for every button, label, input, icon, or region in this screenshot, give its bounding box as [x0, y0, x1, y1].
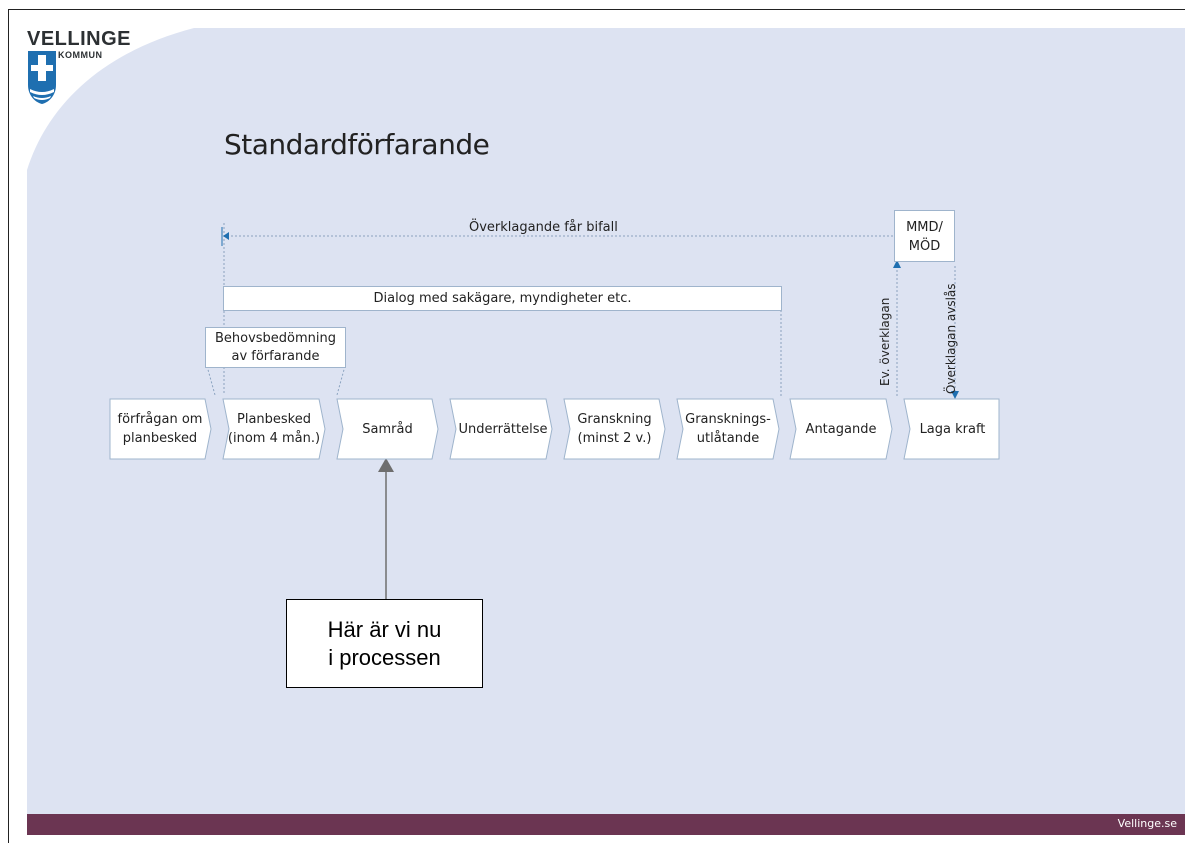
- step-5-line-1: Granskning: [577, 412, 652, 427]
- step-antagande: Antagande: [790, 399, 892, 459]
- step-underrattelse: Underrättelse: [450, 399, 556, 459]
- process-steps: [109, 398, 1000, 460]
- step-granskning: Granskning (minst 2 v.): [564, 399, 665, 459]
- step-1-line-1: förfrågan om: [117, 412, 203, 427]
- footer-link[interactable]: Vellinge.se: [1117, 817, 1177, 830]
- step-shape-6: [676, 398, 780, 460]
- dialog-bar-label: Dialog med sakägare, myndigheter etc.: [373, 291, 632, 306]
- step-shape-2: [222, 398, 326, 460]
- page-title: Standardförfarande: [224, 128, 490, 161]
- footer-bar: Vellinge.se: [27, 814, 1185, 835]
- step-4-line-1: Underrättelse: [458, 421, 548, 437]
- step-laga-kraft: Laga kraft: [906, 399, 999, 459]
- step-shape-3: [336, 398, 439, 460]
- callout-line-2: i processen: [328, 644, 441, 670]
- step-1-line-2: planbesked: [122, 431, 198, 446]
- step-forfragan: förfrågan om planbesked: [110, 399, 210, 459]
- step-shape-8: [903, 398, 1000, 460]
- step-2-line-2: (inom 4 mån.): [227, 431, 321, 446]
- mmd-line-2: MÖD: [908, 239, 941, 254]
- step-6-line-2: utlåtande: [696, 431, 760, 446]
- behov-line-2: av förfarande: [231, 349, 320, 364]
- step-6-line-1: Gransknings-: [685, 412, 771, 427]
- mmd-line-1: MMD/: [906, 220, 943, 235]
- logo-name: VELLINGE: [27, 28, 132, 50]
- step-shape-7: [789, 398, 893, 460]
- mmd-box: MMD/ MÖD: [894, 210, 955, 262]
- step-5-line-2: (minst 2 v.): [577, 431, 652, 446]
- dialog-bar: Dialog med sakägare, myndigheter etc.: [223, 286, 782, 311]
- slide: VELLINGE KOMMUN Standardförfarande Överk…: [8, 9, 1185, 843]
- step-planbesked: Planbesked (inom 4 mån.): [223, 399, 325, 459]
- step-8-line-1: Laga kraft: [919, 421, 986, 437]
- step-shape-4: [449, 398, 553, 460]
- behov-line-1: Behovsbedömning: [214, 331, 337, 346]
- callout-line-1: Här är vi nu: [327, 616, 442, 642]
- step-2-line-1: Planbesked: [237, 412, 311, 427]
- step-3-line-1: Samråd: [362, 421, 413, 437]
- step-7-line-1: Antagande: [805, 421, 877, 437]
- step-shape-1: [109, 398, 212, 460]
- coat-of-arms-icon: [28, 51, 56, 104]
- step-shape-5: [563, 398, 666, 460]
- diagram-lines: [206, 223, 959, 599]
- step-granskningsutlatande: Gransknings- utlåtande: [677, 399, 779, 459]
- vellinge-logo: VELLINGE KOMMUN: [27, 28, 167, 118]
- step-samrad: Samråd: [337, 399, 438, 459]
- top-arrow-label: Överklagande får bifall: [469, 220, 618, 235]
- current-position-callout: Här är vi nu i processen: [286, 599, 483, 688]
- logo-sub: KOMMUN: [58, 50, 103, 60]
- behov-box: Behovsbedömning av förfarande: [205, 327, 346, 368]
